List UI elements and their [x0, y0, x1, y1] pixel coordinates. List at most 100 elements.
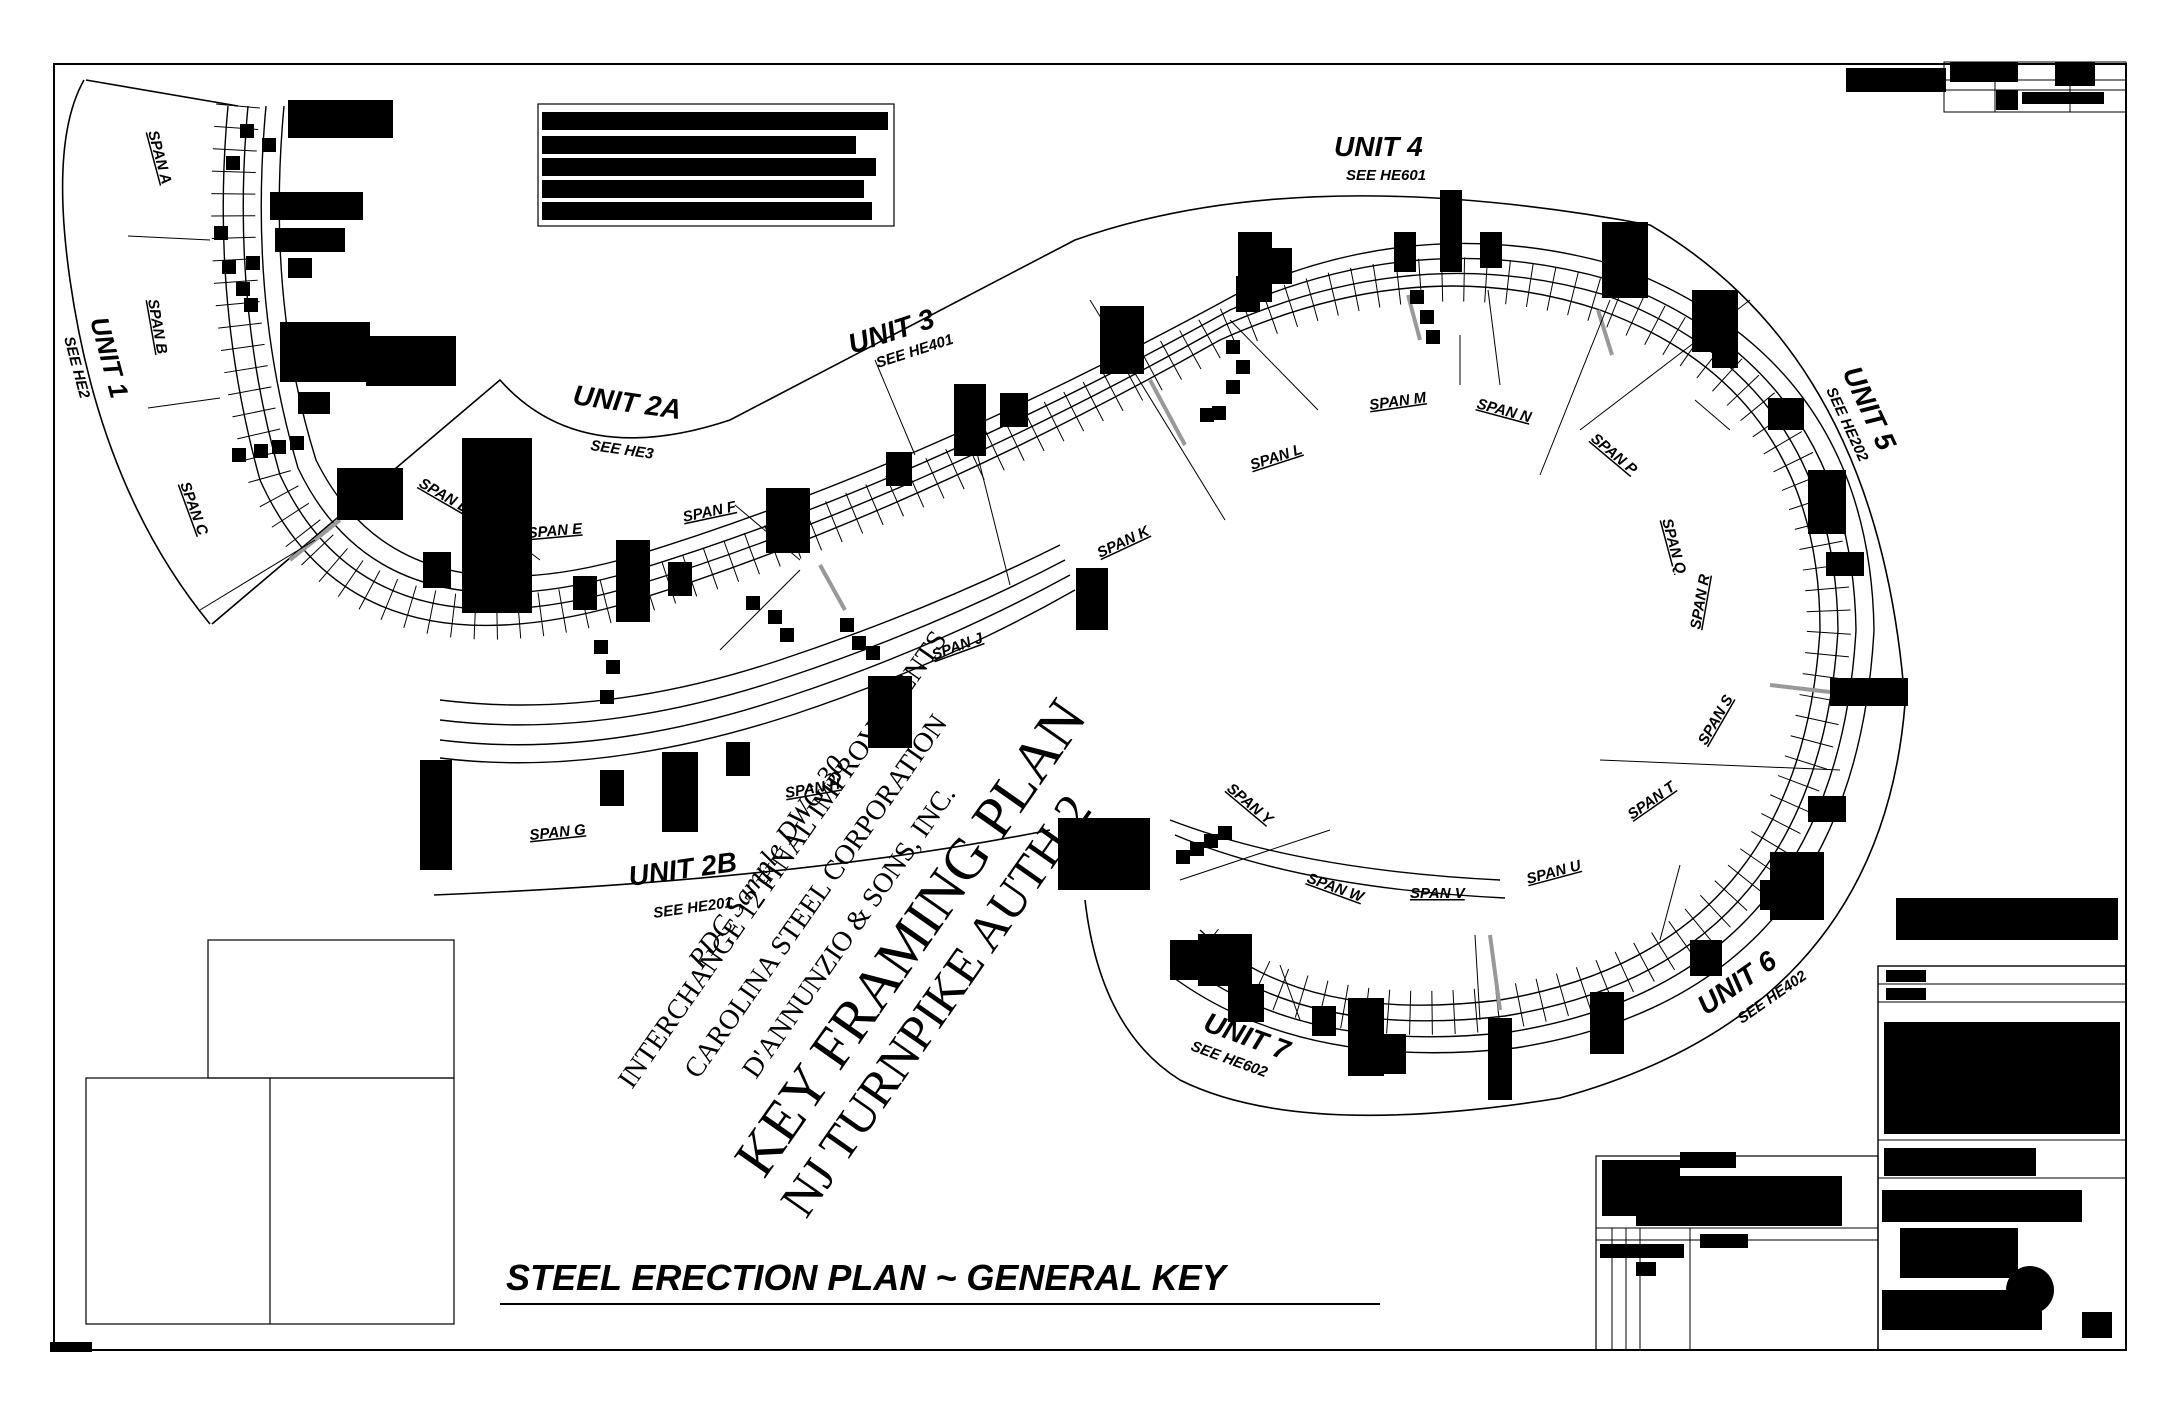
cross-frame [1799, 540, 1843, 551]
connection-mark [232, 448, 246, 462]
revision-block [1846, 61, 2127, 113]
cross-frame [1452, 990, 1456, 1035]
cross-frame [358, 570, 381, 610]
title-block [1595, 898, 2127, 1351]
cross-frame [1463, 257, 1466, 302]
connection-mark [214, 226, 228, 240]
connection-mark [768, 610, 782, 624]
connection-mark [1218, 826, 1232, 840]
connection-mark [1410, 290, 1424, 304]
cross-frame [1327, 272, 1339, 316]
cross-frame [537, 592, 545, 637]
cross-frame [1625, 295, 1645, 336]
cross-frame [228, 386, 272, 396]
cross-frame [213, 279, 258, 284]
cross-frame [212, 148, 257, 152]
girder-connection-marks [214, 124, 1440, 864]
cross-frame [1777, 775, 1820, 792]
unit-ref-1: SEE HE2 [60, 335, 93, 401]
cross-frame [1179, 330, 1202, 370]
cross-frame [1784, 755, 1827, 770]
connection-mark [1226, 380, 1240, 394]
cross-frame [1770, 794, 1811, 814]
span-label: SPAN A [144, 129, 175, 187]
connection-mark [222, 260, 236, 274]
connection-mark [1190, 842, 1204, 856]
cross-frame [301, 534, 334, 566]
key-map-boxes [85, 939, 455, 1325]
drawing-title: STEEL ERECTION PLAN ~ GENERAL KEY [506, 1257, 1229, 1298]
span-label: SPAN G [529, 821, 587, 844]
connection-mark [780, 628, 794, 642]
cross-frame [845, 492, 864, 534]
cross-frame [599, 580, 612, 624]
span-label: SPAN U [1525, 857, 1584, 888]
cross-frame [1795, 714, 1839, 726]
cross-frame [211, 170, 256, 174]
cross-frame [1633, 942, 1655, 982]
watermark: PDC Sample DWG 30 INTERCHANGE 12 FINAL I… [612, 625, 1102, 1226]
connection-mark [226, 156, 240, 170]
cross-frame [1700, 894, 1731, 928]
cross-frame [1740, 392, 1775, 422]
section-lines [288, 294, 1831, 1011]
span-label: SPAN C [176, 480, 211, 539]
cross-frame [1140, 351, 1163, 391]
cross-frame [216, 103, 260, 109]
cross-frame [1473, 988, 1479, 1033]
span-label: SPAN S [1695, 692, 1737, 748]
cross-frame [237, 428, 281, 440]
span-label: SPAN E [527, 520, 584, 542]
cross-frame [271, 502, 310, 528]
connection-mark [600, 690, 614, 704]
cross-frame [1644, 305, 1666, 345]
span-label: SPAN T [1625, 777, 1680, 823]
cross-frame [1684, 908, 1714, 944]
sheet-border [53, 63, 2127, 1351]
cross-frame [1546, 267, 1557, 311]
unit-label-4: UNIT 4 [1334, 131, 1423, 162]
span-label: SPAN L [1248, 441, 1305, 474]
cross-frame [1294, 975, 1309, 1018]
cross-frame [558, 589, 567, 633]
unit-boundary-arcs [61, 79, 1906, 1117]
cross-frame [1763, 431, 1803, 455]
cross-frame [318, 548, 348, 583]
unit-label-2b: UNIT 2B [627, 846, 739, 892]
span-label: SPAN Q [1658, 517, 1689, 576]
connection-mark [594, 640, 608, 654]
cross-frame [1806, 609, 1851, 613]
cross-frame [1790, 735, 1834, 748]
corner-mark [50, 1342, 92, 1352]
connection-mark [1420, 310, 1434, 324]
cross-frame [945, 448, 965, 490]
cross-frame [211, 193, 256, 195]
connection-mark [1426, 330, 1440, 344]
cross-frame [1372, 263, 1381, 308]
cross-frame [1587, 278, 1601, 321]
redacted-blocks [270, 100, 1908, 1100]
connection-mark [1212, 406, 1226, 420]
cross-frame [1805, 586, 1850, 592]
unit-ref-2a: SEE HE3 [589, 437, 655, 463]
span-label: SPAN P [1587, 430, 1641, 479]
cross-frame [1505, 260, 1511, 305]
cross-frame [337, 560, 364, 597]
span-label: SPAN W [1305, 870, 1368, 907]
connection-mark [1236, 360, 1250, 374]
cross-frame [702, 547, 719, 590]
unit-ref-4: SEE HE601 [1346, 167, 1426, 184]
connection-mark [262, 138, 276, 152]
connection-mark [866, 646, 880, 660]
cross-frame [248, 470, 291, 483]
cross-frame [220, 343, 265, 351]
cross-frame [865, 484, 884, 526]
cross-frame [1761, 813, 1801, 835]
span-label: SPAN V [1410, 885, 1467, 902]
cross-frame [1082, 381, 1104, 422]
cross-frame [1431, 990, 1433, 1035]
cross-frame [984, 430, 1005, 471]
cross-frame [1535, 978, 1547, 1022]
unit-label-2a: UNIT 2A [571, 379, 683, 425]
